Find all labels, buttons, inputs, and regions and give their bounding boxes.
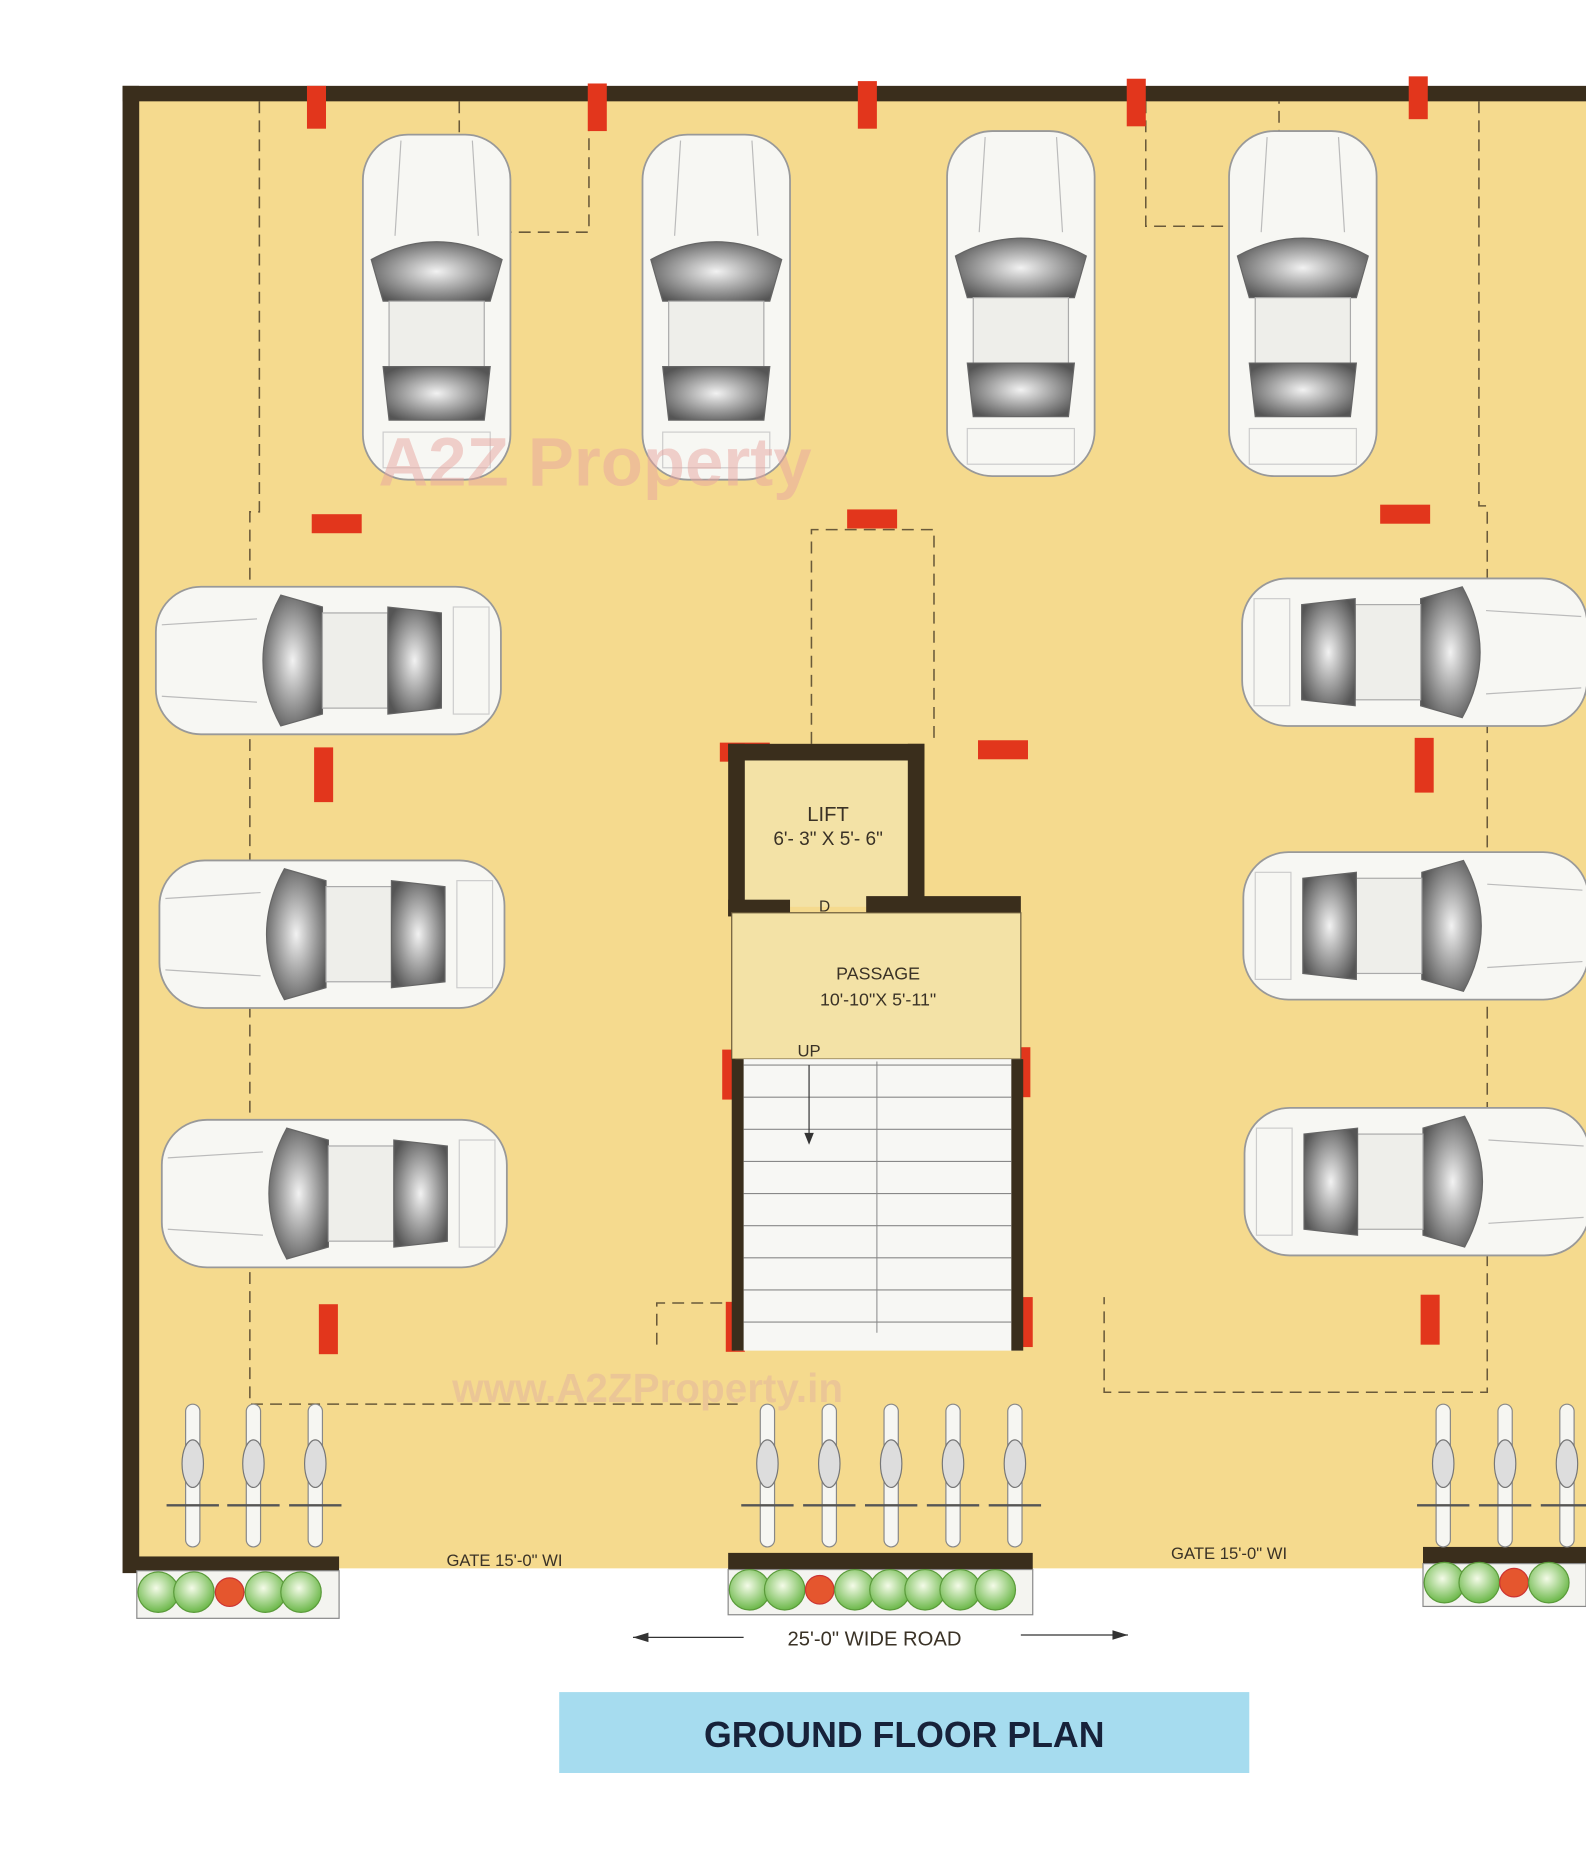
tree-icon — [244, 1571, 287, 1613]
car-icon — [1228, 130, 1378, 478]
tree-icon — [728, 1568, 771, 1611]
tree-icon — [904, 1568, 946, 1611]
staircase: UP — [731, 1042, 1024, 1351]
watermark-url: www.A2ZProperty.in — [451, 1365, 843, 1411]
lift-label: LIFT — [807, 804, 849, 826]
column — [1380, 504, 1431, 524]
car-icon — [158, 859, 506, 1009]
passage-size: 10'-10"X 5'-11" — [820, 990, 936, 1010]
car-icon — [160, 1118, 508, 1269]
tree-icon — [974, 1568, 1017, 1611]
column — [978, 740, 1028, 760]
gate-right-label: GATE 15'-0" WI — [1171, 1544, 1287, 1563]
column — [1126, 78, 1146, 127]
car-icon — [946, 130, 1096, 478]
column — [1414, 737, 1434, 793]
title-band: GROUND FLOOR PLAN — [559, 1692, 1250, 1773]
passage-label: PASSAGE — [836, 963, 920, 983]
column — [318, 1304, 338, 1355]
gate-left-label: GATE 15'-0" WI — [446, 1551, 562, 1570]
car-icon — [1241, 577, 1586, 727]
column — [306, 85, 327, 129]
flower-icon — [214, 1577, 245, 1608]
column — [1420, 1294, 1440, 1345]
car-icon — [1242, 851, 1586, 1001]
tree-icon — [1527, 1561, 1570, 1604]
tree-icon — [137, 1571, 180, 1613]
landscaping — [136, 1561, 1586, 1619]
watermark-logo: A2Z Property — [378, 424, 811, 501]
column — [314, 747, 334, 803]
passage: PASSAGE 10'-10"X 5'-11" — [731, 912, 1022, 1060]
tree-icon — [173, 1571, 215, 1613]
car-icon — [1243, 1107, 1586, 1257]
flower-icon — [804, 1574, 835, 1605]
stair-up-label: UP — [797, 1042, 820, 1061]
flower-icon — [1499, 1567, 1529, 1598]
column — [1408, 76, 1428, 120]
tree-icon — [280, 1571, 322, 1613]
tree-icon — [834, 1568, 876, 1611]
lift: LIFT 6'- 3" X 5'- 6" D — [728, 743, 1021, 917]
column — [311, 514, 362, 534]
tree-icon — [869, 1568, 911, 1611]
car-icon — [154, 585, 502, 736]
column — [857, 81, 877, 129]
outer-wall — [122, 85, 1586, 1574]
tree-icon — [763, 1568, 806, 1611]
tree-icon — [939, 1568, 981, 1611]
lift-size: 6'- 3" X 5'- 6" — [773, 829, 883, 850]
road-label: 25'-0" WIDE ROAD — [788, 1629, 962, 1651]
column — [847, 509, 898, 529]
road-indicator: 25'-0" WIDE ROAD — [632, 1629, 1128, 1651]
lift-door-label: D — [819, 899, 830, 916]
plan-title: GROUND FLOOR PLAN — [704, 1715, 1104, 1755]
column — [587, 83, 607, 132]
tree-icon — [1458, 1561, 1501, 1604]
